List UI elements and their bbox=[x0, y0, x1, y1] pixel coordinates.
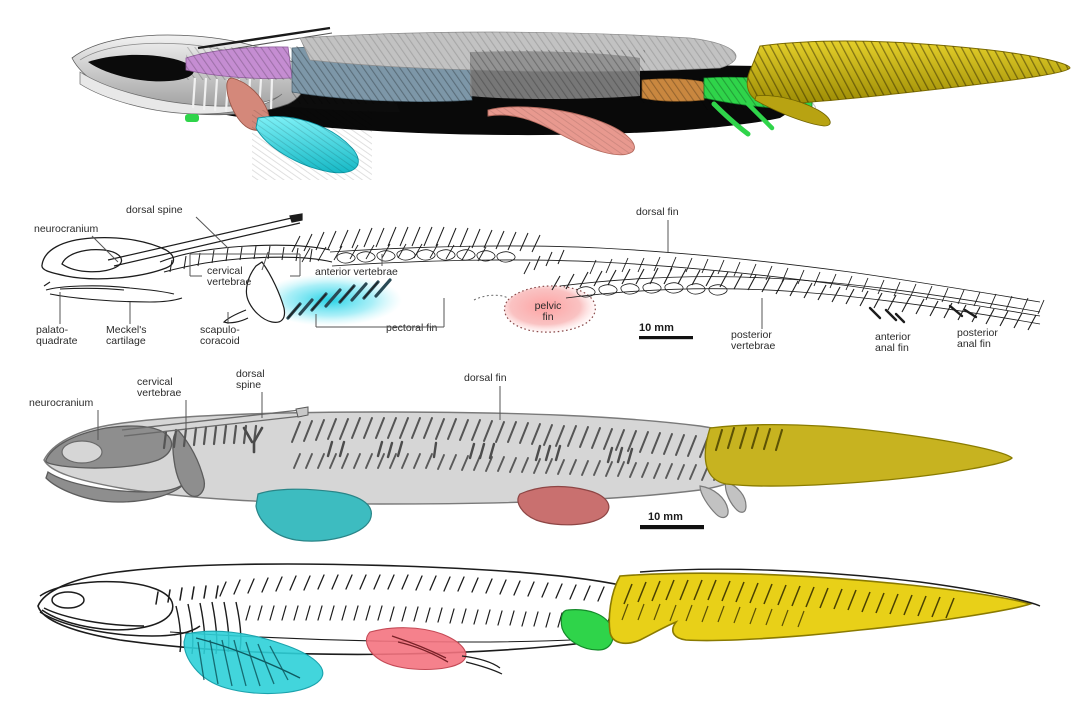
mid-body-a bbox=[470, 50, 645, 100]
anal-fin-elements-b bbox=[868, 304, 978, 324]
cervical-vertebrae-a bbox=[185, 46, 294, 80]
label-palatoquadrate-b2: quadrate bbox=[36, 335, 78, 347]
pectoral-fin-rays-b bbox=[286, 278, 392, 320]
label-meckels-cartilage-b: Meckel's bbox=[106, 324, 147, 336]
panel-a-ct-render bbox=[0, 0, 1080, 190]
pectoral-fin-d bbox=[183, 630, 324, 695]
green-marker-a bbox=[185, 114, 199, 122]
dorsal-fin-c bbox=[291, 417, 709, 458]
anal-fin-d bbox=[560, 609, 614, 651]
labels-panel-c: neurocranium cervical vertebrae dorsal s… bbox=[29, 368, 507, 440]
label-scapulocoracoid-b2: coracoid bbox=[200, 335, 240, 347]
forked-element-c bbox=[242, 426, 264, 454]
label-posterior-vertebrae-b2: vertebrae bbox=[731, 340, 776, 352]
label-anterior-anal-fin-b: anterior bbox=[875, 331, 911, 343]
label-dorsal-spine-b: dorsal spine bbox=[126, 204, 183, 216]
dorsal-spine-c bbox=[121, 406, 309, 437]
head-d bbox=[39, 580, 201, 637]
label-scapulocoracoid-b: scapulo- bbox=[200, 324, 240, 336]
label-palatoquadrate-b: palato- bbox=[36, 324, 69, 336]
label-pectoral-fin-b: pectoral fin bbox=[386, 322, 438, 334]
caudal-fin-d bbox=[608, 568, 1041, 645]
panel-c-reconstruction: neurocranium cervical vertebrae dorsal s… bbox=[0, 368, 1080, 553]
pectoral-fin-c bbox=[255, 488, 372, 542]
scale-bar-label-c: 10 mm bbox=[648, 511, 683, 523]
cervical-vertebrae-d bbox=[155, 585, 219, 605]
labels-panel-b: dorsal spine neurocranium cervical verte… bbox=[34, 204, 998, 354]
posterior-fins-c bbox=[699, 481, 747, 519]
caudal-fin-c bbox=[704, 423, 1013, 487]
label-dorsal-fin-c: dorsal fin bbox=[464, 372, 507, 384]
cervical-vertebrae-b bbox=[159, 244, 333, 273]
posterior-skeleton-b bbox=[523, 249, 1045, 331]
label-dorsal-spine-c2: spine bbox=[236, 379, 261, 391]
label-cervical-vertebrae-c2: vertebrae bbox=[137, 387, 182, 399]
eye-c bbox=[61, 440, 103, 464]
dorsal-spine-b bbox=[107, 213, 303, 267]
label-neurocranium-b: neurocranium bbox=[34, 223, 98, 235]
label-posterior-anal-fin-b: posterior bbox=[957, 327, 998, 339]
label-meckels-cartilage-b2: cartilage bbox=[106, 335, 146, 347]
label-anterior-anal-fin-b2: anal fin bbox=[875, 342, 909, 354]
label-neurocranium-c: neurocranium bbox=[29, 397, 93, 409]
label-cervical-vertebrae-b2: vertebrae bbox=[207, 276, 252, 288]
label-posterior-vertebrae-b: posterior bbox=[731, 329, 772, 341]
label-dorsal-fin-b: dorsal fin bbox=[636, 206, 679, 218]
scale-bar-c: 10 mm bbox=[640, 511, 704, 530]
jaw-elements-b bbox=[43, 281, 183, 303]
label-posterior-anal-fin-b2: anal fin bbox=[957, 338, 991, 350]
pectoral-fin-a bbox=[252, 110, 372, 180]
scapulo-coracoid-b bbox=[222, 261, 286, 324]
caudal-fin-a bbox=[747, 40, 1071, 127]
scale-bar-b: 10 mm bbox=[639, 322, 693, 340]
orange-segment-a bbox=[640, 78, 706, 103]
pelvic-fin-c bbox=[517, 485, 610, 526]
panel-b-skeletal-drawing: pelvic fin bbox=[0, 190, 1080, 370]
panel-d-line-drawing bbox=[0, 548, 1080, 720]
label-cervical-vertebrae-b: cervical bbox=[207, 265, 243, 277]
label-anterior-vertebrae-b: anterior vertebrae bbox=[315, 266, 398, 278]
scattered-elements-c bbox=[326, 440, 634, 465]
pelvic-fin-label-b2: fin bbox=[542, 311, 553, 323]
pelvic-fin-label-b: pelvic bbox=[535, 300, 562, 312]
dorsal-fin-d bbox=[219, 574, 633, 604]
pelvic-fin-d bbox=[366, 627, 503, 675]
label-cervical-vertebrae-c: cervical bbox=[137, 376, 173, 388]
label-dorsal-spine-c: dorsal bbox=[236, 368, 265, 380]
neurocranium-b bbox=[41, 236, 175, 280]
anterior-vertebrae-b bbox=[291, 226, 1041, 317]
pelvic-fin-a bbox=[487, 106, 635, 156]
scale-bar-label-b: 10 mm bbox=[639, 322, 674, 334]
cervical-vertebrae-c bbox=[162, 424, 258, 450]
